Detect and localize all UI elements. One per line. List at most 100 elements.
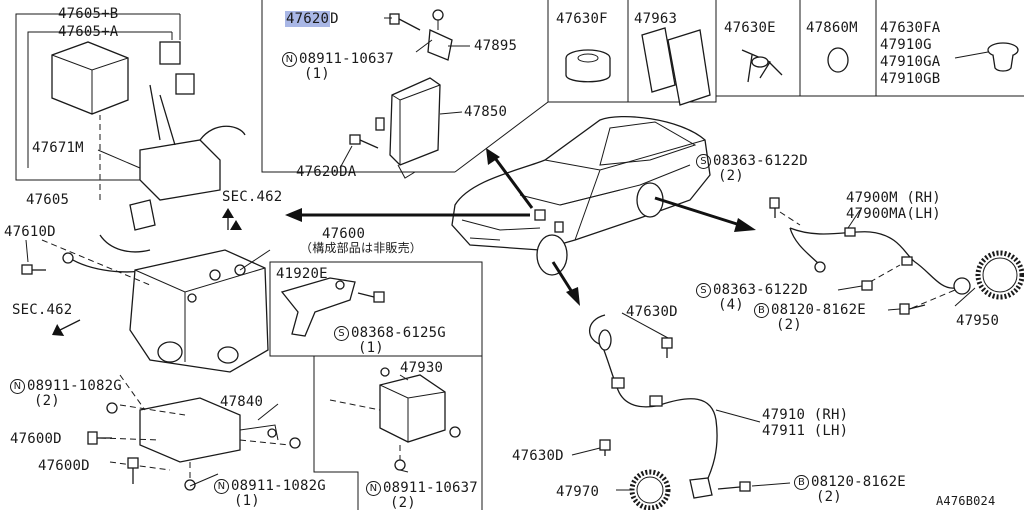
leader [751,482,791,487]
sensor-rotor-47970 [629,469,671,510]
clip-47630FA [987,42,1019,72]
leader [257,403,279,421]
nut [289,437,301,449]
front-clip [611,377,625,389]
label-sec462-upper: SEC.462 [222,189,283,205]
sensor-rotor-47950 [975,250,1024,300]
leader [25,239,29,263]
qty-08911-10637-top: (1) [304,66,330,82]
box-47630F [547,0,629,103]
leader [189,473,219,487]
front-clip [649,395,663,407]
dash [911,289,956,309]
grommet-47860M [827,47,849,73]
b-symbol: B [794,475,809,490]
n-symbol: N [10,379,25,394]
dash [329,399,381,411]
label-47630F: 47630F [556,11,608,27]
grommet [62,252,74,264]
s-symbol: S [696,154,711,169]
label-47910G: 47910G [880,37,932,53]
module-grommet [449,426,461,438]
leader [847,209,861,229]
sec-arrow-left-shaft [59,319,81,331]
label-47950: 47950 [956,313,1000,329]
qty-08911-1082G-top: (2) [34,393,60,409]
label-47963: 47963 [634,11,678,27]
bolt-08363-top [769,197,780,218]
harness-block [139,139,221,201]
abs-port [187,293,197,303]
label-47600: 47600 [322,226,366,242]
qty-08368-6125G: (1) [358,340,384,356]
bolt-47630D-a [661,337,673,358]
label-47605B: 47605+B [58,6,119,22]
label-47900M: 47900M (RH) [846,190,941,206]
abs-motor-cap [217,346,239,364]
sec-arrow-up [222,208,234,218]
leader [621,312,669,339]
highlighted-part: 47620 [285,11,331,27]
rear-sensor-head [953,277,971,295]
label-47600D-b: 47600D [38,458,90,474]
module-edges [379,384,446,442]
bracket-47850 [389,77,441,166]
label-47911: 47911 (LH) [762,423,849,439]
rear-sensor-harness [789,227,956,289]
bolt-08120-top [899,303,926,315]
leader [439,111,463,115]
bracket-bolt [267,428,277,438]
sec-arrow-up-2 [230,220,242,230]
qty-08363-6122D-top: (2) [718,168,744,184]
bolt-47630D-b [599,439,611,456]
leader [837,285,863,291]
nut [106,402,118,414]
dash [119,374,146,411]
leader [239,249,271,271]
qty-08911-1082G-bot: (1) [234,493,260,509]
leader [954,51,989,59]
label-47610D: 47610D [4,224,56,240]
bracket-47605B [15,13,180,181]
label-47620DA: 47620DA [296,164,357,180]
leader [571,447,601,456]
relay-small-a [159,41,181,65]
label-47630FA: 47630FA [880,20,941,36]
relay-47671M [51,41,129,115]
leader [399,469,409,473]
label-47600D-a: 47600D [10,431,62,447]
dash [869,264,901,283]
bolt-47600D-b [127,457,139,484]
bolt-47620DA [349,134,379,149]
leader [399,374,409,381]
s-symbol: S [696,283,711,298]
bracket-47840 [139,397,241,463]
box-47930-left [313,356,359,510]
n-symbol: N [366,481,381,496]
arrow-to-front-sensor [551,261,574,293]
bolt-08120-bot [717,481,751,492]
label-47620D: 47620D [285,11,339,27]
label-47630E: 47630E [724,20,776,36]
label-47910GA: 47910GA [880,54,941,70]
label-47671M: 47671M [32,140,84,156]
washer [432,9,444,21]
nut [394,459,406,471]
n-symbol: N [214,479,229,494]
rear-clip [844,227,856,237]
upper-box-frame [261,0,455,173]
arrow-to-front-sensor-head [566,287,580,306]
bracket-41920E [280,277,356,337]
abs-port [209,269,221,281]
qty-08911-10637-bot: (2) [390,495,416,510]
label-47630D-a: 47630D [626,304,678,320]
abs-actuator [129,249,269,373]
leader [954,287,976,307]
